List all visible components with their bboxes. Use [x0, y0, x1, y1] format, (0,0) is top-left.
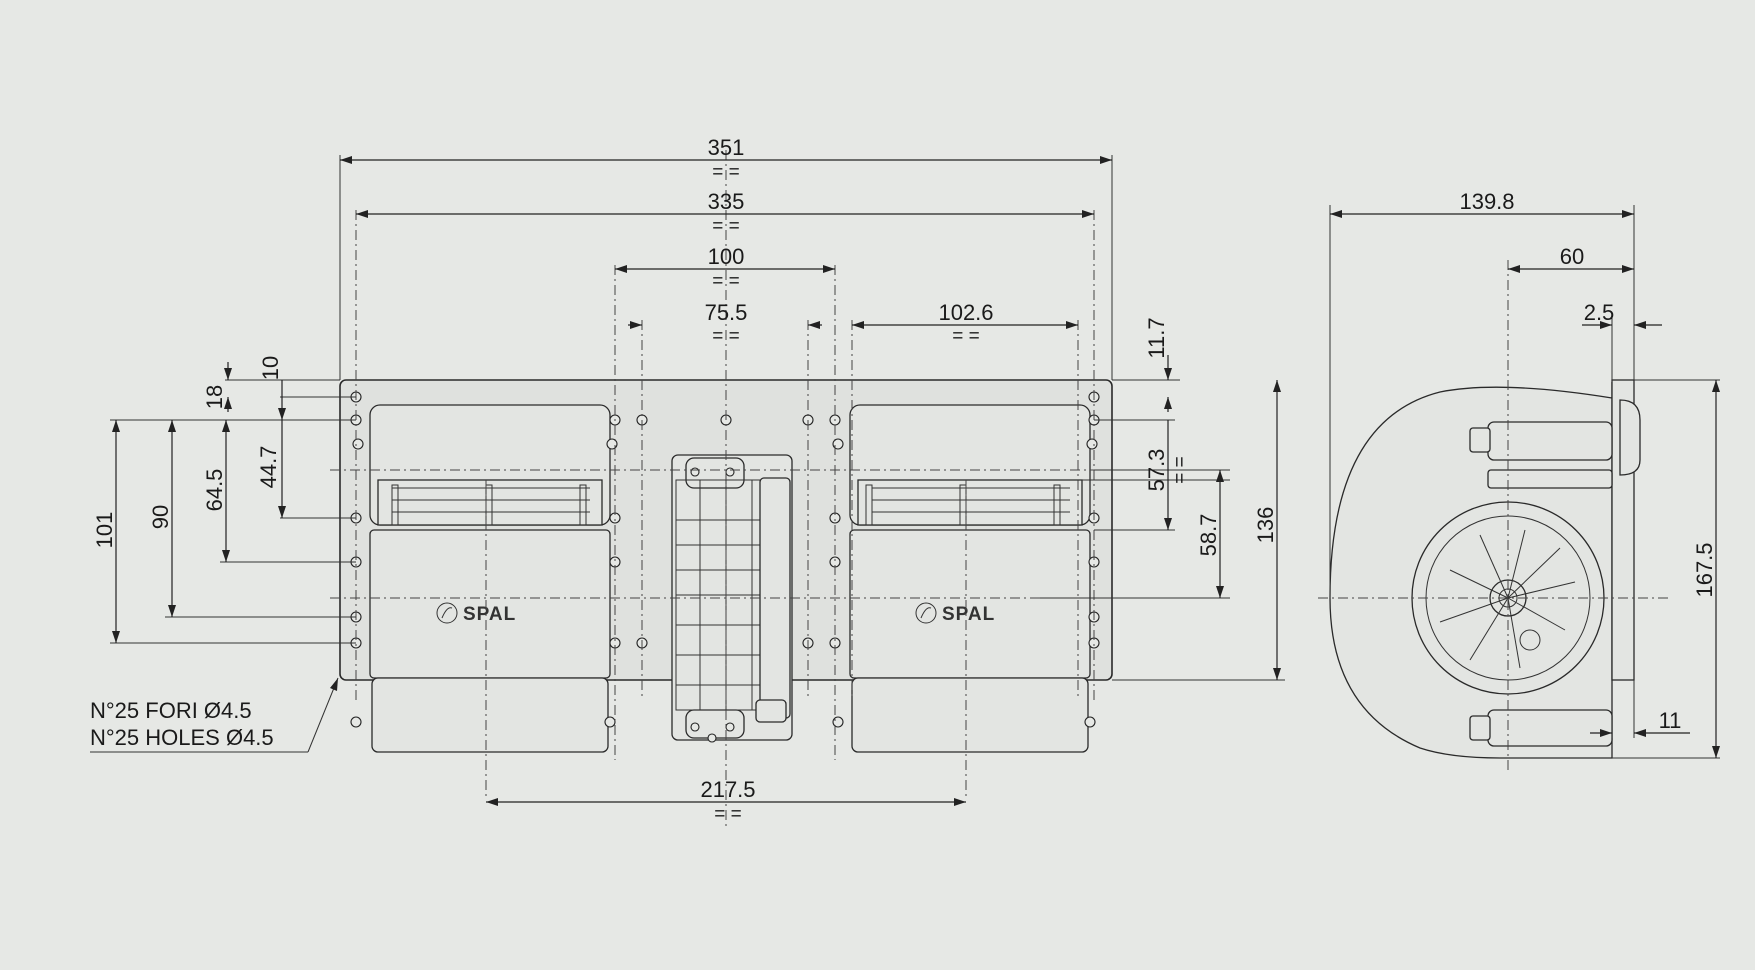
- front-extension-lines: [110, 155, 1285, 681]
- dim-335: 335: [708, 189, 745, 214]
- dim-11-7: 11.7: [1144, 317, 1169, 358]
- dim-100-sym: = =: [712, 271, 739, 292]
- right-blower-housing: [849, 404, 1091, 753]
- spal-logo-left: SPAL: [436, 602, 516, 625]
- dim-58-7: 58.7: [1196, 514, 1221, 557]
- dim-335-sym: = =: [712, 216, 739, 237]
- svg-text:SPAL: SPAL: [463, 604, 516, 625]
- dim-18: 18: [202, 385, 227, 409]
- front-dimension-lines: [112, 156, 1281, 806]
- dim-102-6: 102.6: [938, 300, 993, 325]
- front-center-lines: [330, 150, 1125, 830]
- dim-351: 351: [708, 135, 745, 160]
- dim-75-5-sym: = =: [712, 326, 739, 347]
- dim-57-3-sym: = =: [1170, 456, 1191, 483]
- spal-logo-right: SPAL: [915, 602, 995, 625]
- dim-101: 101: [92, 512, 117, 549]
- dim-60: 60: [1560, 244, 1584, 269]
- dim-136: 136: [1253, 507, 1278, 544]
- impeller-spokes: [1439, 529, 1576, 669]
- dim-167-5: 167.5: [1692, 542, 1717, 597]
- left-blower-housing: [369, 404, 611, 753]
- dim-57-3: 57.3: [1144, 449, 1169, 492]
- dim-75-5: 75.5: [705, 300, 748, 325]
- dim-139-8: 139.8: [1459, 189, 1514, 214]
- front-view: SPAL SPAL: [90, 135, 1285, 830]
- dim-2-5: 2.5: [1584, 300, 1615, 325]
- dim-351-sym: = =: [712, 162, 739, 183]
- side-view: 139.8 60 2.5 11 167.5: [1318, 189, 1720, 770]
- svg-text:SPAL: SPAL: [942, 604, 995, 625]
- dim-44-7: 44.7: [256, 446, 281, 489]
- dim-102-6-sym: = =: [952, 326, 979, 347]
- holes-note-it: N°25 FORI Ø4.5: [90, 698, 252, 723]
- dim-64-5: 64.5: [202, 469, 227, 512]
- dim-217-5: 217.5: [700, 777, 755, 802]
- dim-90: 90: [148, 505, 173, 529]
- dim-100: 100: [708, 244, 745, 269]
- dim-10: 10: [258, 356, 283, 380]
- holes-note-en: N°25 HOLES Ø4.5: [90, 725, 274, 750]
- dim-11: 11: [1659, 708, 1682, 733]
- dim-217-5-sym: = =: [714, 804, 741, 825]
